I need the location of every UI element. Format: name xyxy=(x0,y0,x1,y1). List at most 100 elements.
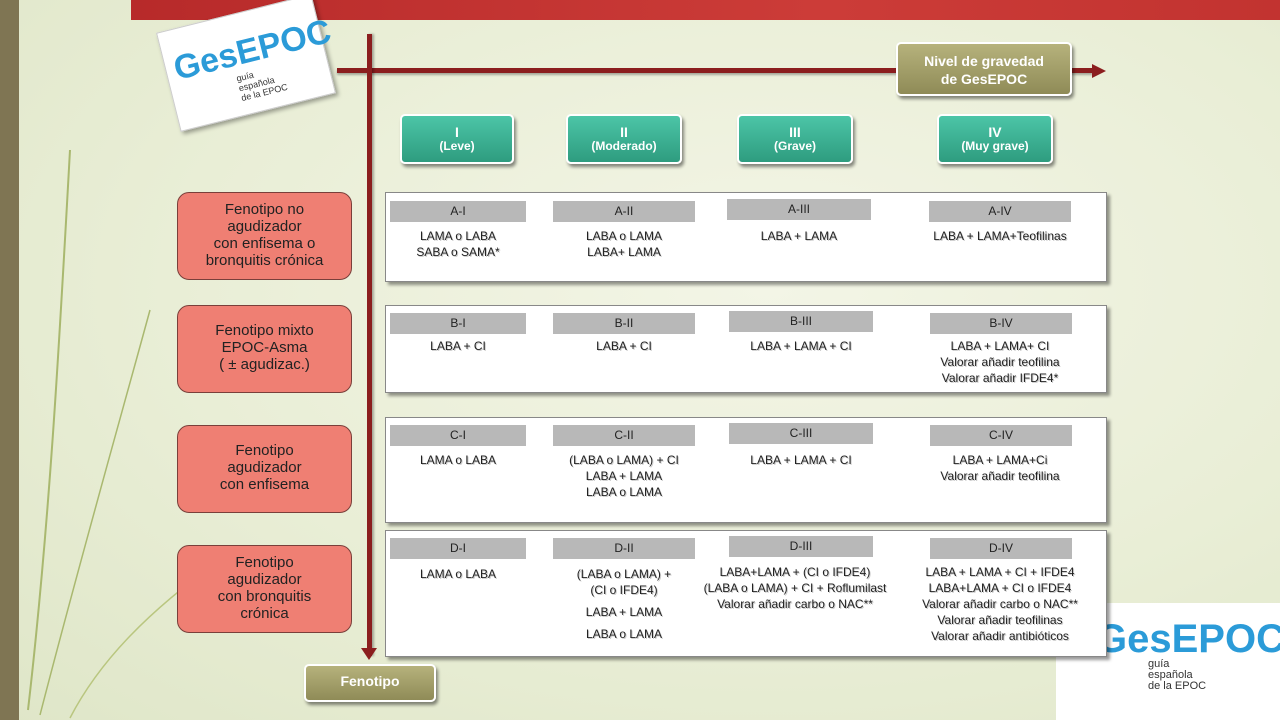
severity-name: (Moderado) xyxy=(591,139,657,153)
therapy-line: LABA+LAMA + CI o IFDE4 xyxy=(928,581,1072,595)
therapy-line: LABA + CI xyxy=(430,339,486,353)
cell-code-d-ii: D-II xyxy=(553,538,695,559)
logo-sub-line: de la EPOC xyxy=(1148,680,1207,692)
cell-code-a-i: A-I xyxy=(390,201,526,222)
cell-code-b-iv: B-IV xyxy=(930,313,1072,334)
phenotype-a: Fenotipo no agudizador con enfisema o br… xyxy=(177,192,352,280)
therapy-line: Valorar añadir teofilina xyxy=(940,469,1060,483)
severity-title-line: de GesEPOC xyxy=(940,71,1028,87)
top-decor-bar xyxy=(131,0,1280,20)
severity-roman: III xyxy=(789,124,801,140)
phenotype-line: Fenotipo xyxy=(235,442,294,459)
therapy-line: LAMA o LABA xyxy=(419,567,497,581)
therapy-line: (LABA o LAMA) + xyxy=(576,567,672,581)
therapy-line: Valorar añadir carbo o NAC** xyxy=(922,597,1078,611)
cell-code-c-ii: C-II xyxy=(553,425,695,446)
cell-therapy-d-iii: LABA+LAMA + (CI o IFDE4) (LABA o LAMA) +… xyxy=(690,564,900,612)
phenotype-line: agudizador xyxy=(227,218,302,235)
cell-code-d-iii: D-III xyxy=(729,536,873,557)
severity-title-line: Nivel de gravedad xyxy=(924,53,1044,69)
phenotype-axis xyxy=(367,34,372,656)
severity-name: (Grave) xyxy=(773,139,817,153)
therapy-line: LAMA o LABA xyxy=(419,229,497,243)
cell-code-b-iii: B-III xyxy=(729,311,873,332)
therapy-line: LABA + LAMA+Ci xyxy=(952,453,1048,467)
cell-code-a-iii: A-III xyxy=(727,199,871,220)
cell-therapy-c-ii: (LABA o LAMA) + CI LABA + LAMA LABA o LA… xyxy=(540,452,708,500)
cell-therapy-b-i: LABA + CI xyxy=(390,338,526,354)
cell-therapy-d-i: LAMA o LABA xyxy=(390,566,526,582)
logo-sub-line: guía xyxy=(1148,658,1170,670)
cell-code-b-i: B-I xyxy=(390,313,526,334)
cell-therapy-d-ii: (LABA o LAMA) + (CI o IFDE4) LABA + LAMA… xyxy=(545,566,703,642)
severity-name: (Muy grave) xyxy=(961,139,1029,153)
cell-therapy-b-ii: LABA + CI xyxy=(553,338,695,354)
phenotype-b: Fenotipo mixto EPOC-Asma ( ± agudizac.) xyxy=(177,305,352,393)
severity-roman: IV xyxy=(988,124,1002,140)
therapy-line: LABA+ LAMA xyxy=(587,245,661,259)
therapy-line: (LABA o LAMA) + CI + Roflumilast xyxy=(703,581,887,595)
cell-code-a-ii: A-II xyxy=(553,201,695,222)
therapy-line: LABA+LAMA + (CI o IFDE4) xyxy=(719,565,871,579)
severity-level-1: I (Leve) xyxy=(400,114,514,164)
therapy-line: LAMA o LABA xyxy=(419,453,497,467)
severity-axis-title: Nivel de gravedad de GesEPOC xyxy=(896,42,1072,96)
phenotype-d: Fenotipo agudizador con bronquitis cróni… xyxy=(177,545,352,633)
cell-code-c-iii: C-III xyxy=(729,423,873,444)
therapy-line: LABA o LAMA xyxy=(585,485,663,499)
therapy-line: LABA + LAMA + CI xyxy=(750,339,852,353)
logo-brand: GesEPOC xyxy=(1096,617,1280,661)
therapy-line: Valorar añadir teofilina xyxy=(940,355,1060,369)
logo-subtitle: guía española de la EPOC xyxy=(1148,659,1206,692)
therapy-line: LABA + LAMA xyxy=(585,469,663,483)
phenotype-line: bronquitis crónica xyxy=(205,252,324,269)
phenotype-line: con bronquitis xyxy=(217,588,312,605)
therapy-line: Valorar añadir teofilinas xyxy=(937,613,1063,627)
therapy-line: LABA + LAMA + CI xyxy=(750,453,852,467)
phenotype-line: agudizador xyxy=(227,459,302,476)
phenotype-line: Fenotipo xyxy=(235,554,294,571)
cell-code-d-i: D-I xyxy=(390,538,526,559)
severity-roman: II xyxy=(620,124,628,140)
severity-axis-arrowhead xyxy=(1092,64,1106,78)
severity-axis xyxy=(337,68,1093,73)
cell-therapy-b-iv: LABA + LAMA+ CI Valorar añadir teofilina… xyxy=(900,338,1100,386)
cell-therapy-d-iv: LABA + LAMA + CI + IFDE4 LABA+LAMA + CI … xyxy=(895,564,1105,644)
left-decor-bar xyxy=(0,0,19,720)
therapy-line: Valorar añadir IFDE4* xyxy=(941,371,1059,385)
therapy-line: (LABA o LAMA) + CI xyxy=(569,453,679,467)
cell-code-b-ii: B-II xyxy=(553,313,695,334)
therapy-line: LABA + LAMA+Teofilinas xyxy=(933,229,1067,243)
therapy-line: LABA + LAMA xyxy=(760,229,838,243)
phenotype-axis-title: Fenotipo xyxy=(304,664,436,702)
therapy-line: (CI o IFDE4) xyxy=(590,583,658,597)
cell-therapy-a-iv: LABA + LAMA+Teofilinas xyxy=(900,228,1100,244)
cell-therapy-c-iii: LABA + LAMA + CI xyxy=(716,452,886,468)
phenotype-c: Fenotipo agudizador con enfisema xyxy=(177,425,352,513)
phenotype-line: crónica xyxy=(240,605,289,622)
therapy-line: LABA + LAMA + CI + IFDE4 xyxy=(925,565,1075,579)
cell-code-c-iv: C-IV xyxy=(930,425,1072,446)
logo-sub-line: española xyxy=(1148,669,1193,681)
phenotype-line: con enfisema o xyxy=(213,235,316,252)
severity-level-4: IV (Muy grave) xyxy=(937,114,1053,164)
therapy-line: LABA o LAMA xyxy=(585,627,663,641)
cell-therapy-b-iii: LABA + LAMA + CI xyxy=(716,338,886,354)
phenotype-line: con enfisema xyxy=(219,476,310,493)
severity-level-2: II (Moderado) xyxy=(566,114,682,164)
phenotype-axis-arrowhead xyxy=(361,648,377,660)
cell-therapy-a-iii: LABA + LAMA xyxy=(720,228,878,244)
cell-therapy-c-iv: LABA + LAMA+Ci Valorar añadir teofilina xyxy=(900,452,1100,484)
therapy-line: LABA + LAMA xyxy=(585,605,663,619)
phenotype-line: EPOC-Asma xyxy=(221,339,308,356)
therapy-line: Valorar añadir carbo o NAC** xyxy=(717,597,873,611)
therapy-line: LABA + CI xyxy=(596,339,652,353)
severity-level-3: III (Grave) xyxy=(737,114,853,164)
cell-therapy-c-i: LAMA o LABA xyxy=(390,452,526,468)
severity-roman: I xyxy=(455,124,459,140)
phenotype-line: Fenotipo no xyxy=(224,201,305,218)
therapy-line: LABA + LAMA+ CI xyxy=(950,339,1050,353)
cell-code-a-iv: A-IV xyxy=(929,201,1071,222)
severity-name: (Leve) xyxy=(439,139,475,153)
therapy-line: Valorar añadir antibióticos xyxy=(931,629,1069,643)
